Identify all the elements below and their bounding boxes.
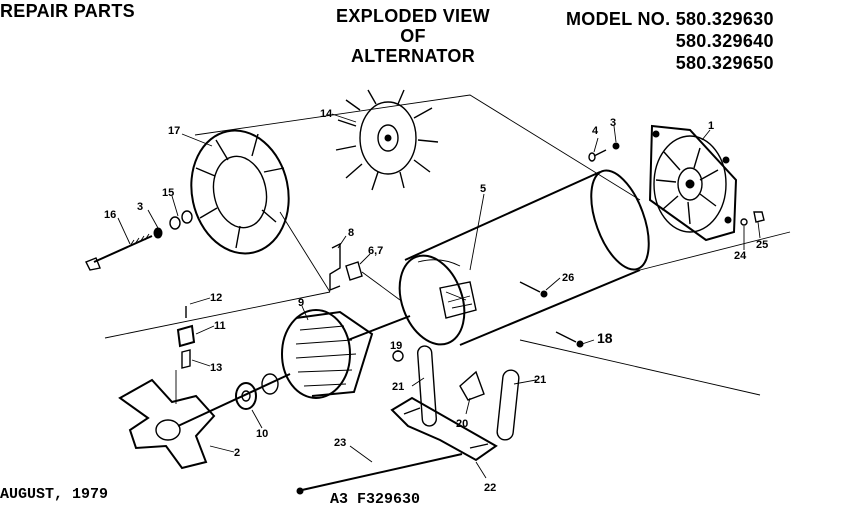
drive-hub <box>118 378 216 470</box>
part-label-23: 23 <box>334 437 346 449</box>
screw-18 <box>555 331 584 348</box>
end-bell-bolt <box>588 149 607 162</box>
part-label-21-right: 21 <box>534 374 546 386</box>
rotor-shaft <box>177 373 291 427</box>
part-label-9: 9 <box>298 297 304 309</box>
diagram-title: EXPLODED VIEW OF ALTERNATOR <box>300 6 526 66</box>
part-label-6-7: 6,7 <box>368 245 383 257</box>
stator-housing <box>398 169 650 346</box>
drawing-code: A3 F329630 <box>330 491 421 508</box>
brush-holder <box>175 306 196 404</box>
part-label-1: 1 <box>708 120 714 132</box>
diagram-title-line-1: EXPLODED VIEW <box>336 6 490 26</box>
model-number-block: MODEL NO. 580.329630 580.329640 580.3296… <box>566 8 774 74</box>
diagram-title-line-2: OF <box>400 26 426 46</box>
mounting-strap-right <box>496 369 520 441</box>
brush-assembly <box>345 261 401 301</box>
part-label-5: 5 <box>480 183 486 195</box>
screw-26 <box>519 281 548 298</box>
mounting-strap-left <box>416 345 438 427</box>
part-label-24: 24 <box>734 250 747 262</box>
assembly-guide-lines <box>104 94 791 396</box>
part-label-10: 10 <box>256 428 268 440</box>
leader-lines <box>117 113 761 479</box>
part-label-12: 12 <box>210 292 222 304</box>
part-label-2: 2 <box>234 447 240 459</box>
repair-parts-heading: REPAIR PARTS <box>0 1 135 21</box>
lockwasher-top <box>612 142 620 150</box>
part-label-13: 13 <box>210 362 222 374</box>
part-label-15: 15 <box>162 187 174 199</box>
part-label-26: 26 <box>562 272 574 284</box>
part-label-17: 17 <box>168 125 180 137</box>
model-number-2: 580.329640 <box>675 31 774 51</box>
part-label-4: 4 <box>592 125 599 137</box>
model-number-3: 580.329650 <box>675 53 774 73</box>
bearing <box>235 373 279 410</box>
nut-and-washer-right <box>740 211 765 226</box>
model-number-1: 580.329630 <box>675 9 774 29</box>
end-bell <box>648 124 738 242</box>
part-label-11: 11 <box>214 320 226 332</box>
part-label-16: 16 <box>104 209 116 221</box>
part-label-20: 20 <box>456 418 468 430</box>
mounting-base <box>390 396 498 462</box>
lockwasher-left <box>153 227 163 239</box>
through-bolt-long <box>85 233 153 271</box>
nut-19 <box>392 350 404 362</box>
diagram-title-line-3: ALTERNATOR <box>351 46 475 66</box>
rotor <box>281 309 411 399</box>
publication-date: AUGUST, 1979 <box>0 486 109 503</box>
clip-20 <box>459 370 485 401</box>
model-label: MODEL NO. <box>566 9 671 29</box>
flat-washers <box>169 210 193 230</box>
part-label-8: 8 <box>348 227 354 239</box>
part-label-3-left: 3 <box>137 201 143 213</box>
part-label-14: 14 <box>320 108 333 120</box>
part-label-22: 22 <box>484 482 496 494</box>
cooling-fan <box>335 89 439 191</box>
fan-shroud-ring <box>190 129 290 255</box>
part-label-21-left: 21 <box>392 381 404 393</box>
part-label-18: 18 <box>597 330 613 346</box>
rod-23 <box>296 453 463 495</box>
part-label-3-top: 3 <box>610 117 616 129</box>
brush-clip <box>329 242 341 292</box>
part-label-25: 25 <box>756 239 768 251</box>
part-label-19: 19 <box>390 340 402 352</box>
